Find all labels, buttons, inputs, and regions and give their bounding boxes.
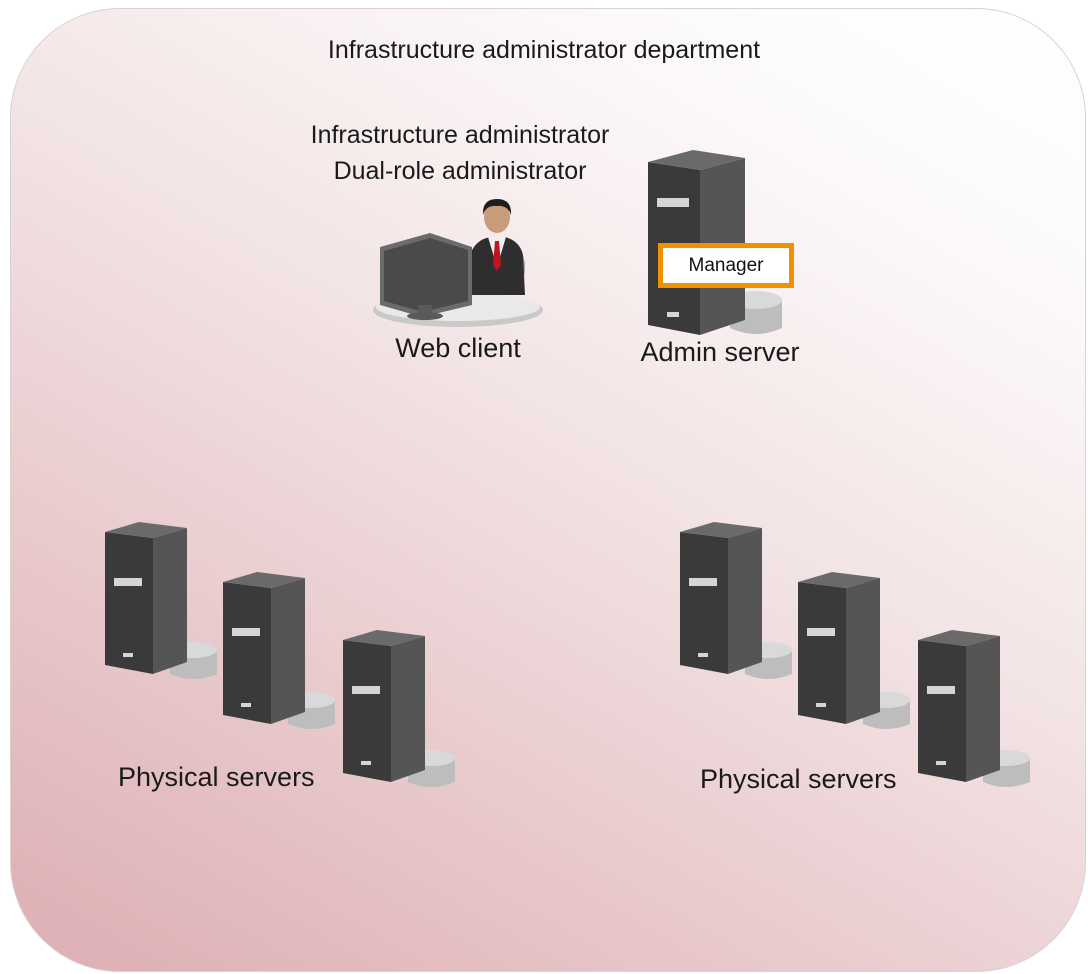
manager-component-box: Manager: [658, 243, 794, 288]
server-tower-icon: [105, 522, 217, 679]
physical-servers-group-1-icon: [105, 522, 455, 787]
server-tower-icon: [680, 522, 792, 679]
role-label-infrastructure-admin: Infrastructure administrator: [310, 121, 610, 149]
department-title: Infrastructure administrator department: [327, 36, 761, 64]
role-label-dual-role-admin: Dual-role administrator: [333, 157, 587, 185]
physical-servers-label-1: Physical servers: [118, 762, 315, 792]
server-tower-icon: [223, 572, 335, 729]
web-client-label: Web client: [395, 333, 521, 363]
admin-server-label: Admin server: [640, 337, 800, 367]
department-zone: [10, 8, 1086, 972]
server-tower-icon: [343, 630, 455, 787]
physical-servers-group-2-icon: [680, 522, 1030, 787]
web-client-icon: [373, 199, 543, 327]
physical-servers-label-2: Physical servers: [700, 764, 897, 794]
server-tower-icon: [798, 572, 910, 729]
server-tower-icon: [918, 630, 1030, 787]
